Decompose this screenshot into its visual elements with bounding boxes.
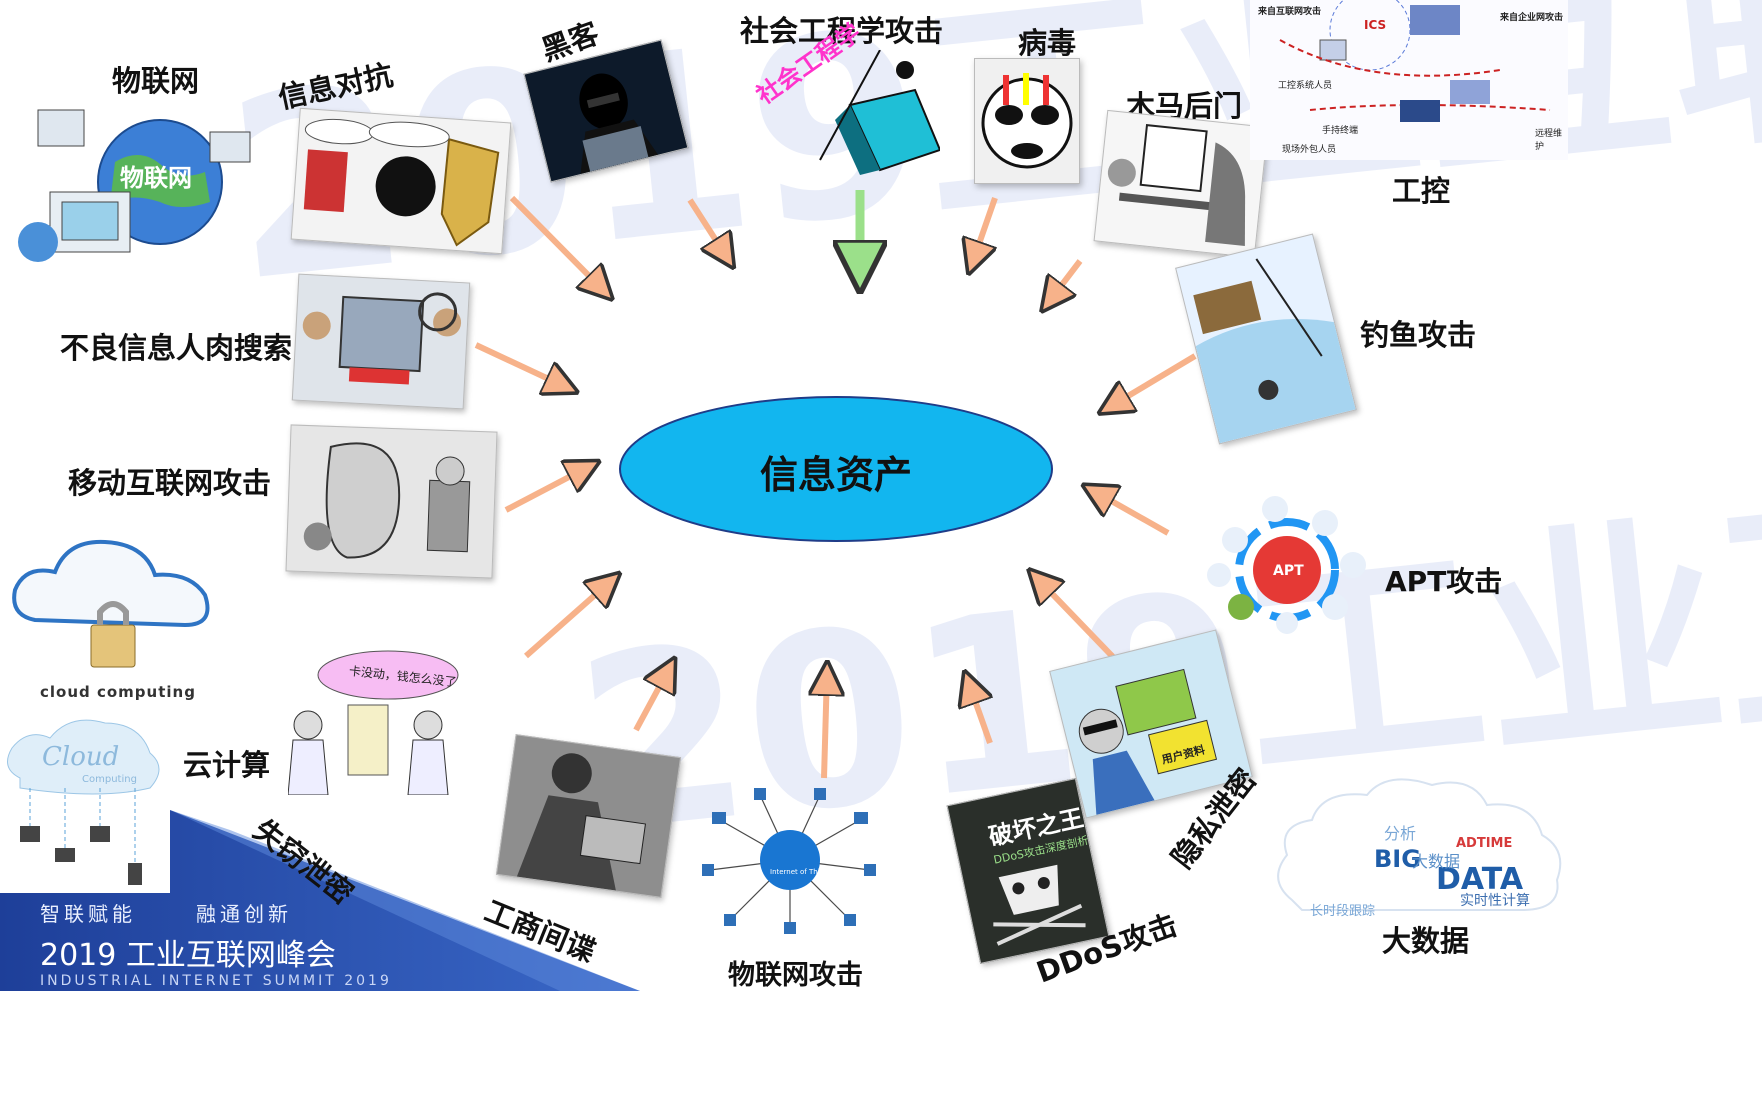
cloud-script-subtext: Computing	[82, 774, 137, 785]
label-phishing: 钓鱼攻击	[1360, 318, 1477, 352]
label-virus: 病毒	[1018, 26, 1077, 60]
ics-label-handheld: 手持终端	[1322, 126, 1359, 136]
label-social-eng: 社会工程学攻击	[740, 14, 944, 48]
arrow-theft	[524, 580, 612, 659]
arrow-mobile	[504, 466, 590, 513]
arrow-iot-attack	[824, 672, 827, 779]
ics-diagram	[1250, 0, 1568, 160]
arrow-espionage	[633, 667, 670, 732]
theft-image	[287, 645, 463, 796]
banner-slogan-left: 智联赋能	[40, 902, 136, 926]
label-ics: 工控	[1392, 174, 1451, 208]
label-human-flesh: 不良信息人肉搜索	[60, 331, 293, 365]
arrows-layer	[474, 190, 1197, 779]
mobile-image	[285, 424, 498, 579]
iot-globe-label: 物联网	[120, 164, 192, 192]
cloud-computing-caption: cloud computing	[40, 683, 196, 701]
ddos-book-image	[946, 778, 1110, 964]
ics-label-remote: 远程维护	[1535, 129, 1563, 152]
phishing-image	[1175, 233, 1357, 445]
banner-slogan-right: 融通创新	[196, 902, 292, 926]
bigdata-word-realtime: 实时性计算	[1460, 893, 1530, 909]
arrow-human-flesh	[474, 342, 568, 388]
bigdata-word-data: DATA	[1436, 862, 1524, 897]
info-confront-image	[290, 107, 512, 255]
ics-label-ics: ICS	[1364, 18, 1387, 32]
iot-attack-diagram	[700, 780, 880, 940]
ics-label-staff: 工控系统人员	[1278, 81, 1333, 91]
banner-event-title: 2019 工业互联网峰会	[40, 938, 336, 973]
cloud-lock-image	[5, 530, 220, 680]
bigdata-word-big: BIG	[1374, 845, 1421, 873]
center-ellipse	[619, 396, 1053, 542]
label-iot-attack: 物联网攻击	[728, 960, 863, 991]
ics-label-outsourced: 现场外包人员	[1282, 145, 1337, 155]
cloud-network-image	[0, 708, 170, 893]
espionage-image	[495, 734, 682, 898]
apt-core-label: APT	[1273, 563, 1304, 579]
arrow-phishing	[1108, 353, 1197, 408]
arrow-hacker	[687, 198, 728, 259]
arrow-trojan	[1048, 259, 1083, 303]
bigdata-word-cn: 大数据	[1412, 852, 1461, 871]
bigdata-word-analysis: 分析	[1384, 824, 1417, 843]
apt-diagram	[1205, 495, 1375, 635]
iot-attack-center-label: Internet of Things	[770, 868, 833, 876]
arrow-info-confront	[509, 195, 605, 292]
center-label: 信息资产	[760, 453, 913, 497]
ics-label-internet: 来自互联网攻击	[1258, 7, 1322, 17]
virus-image	[974, 58, 1080, 184]
arrow-virus	[972, 197, 998, 264]
arrow-ddos	[968, 681, 990, 745]
bigdata-word-adtime: ADTIME	[1456, 836, 1513, 851]
iot-illustration	[10, 92, 260, 282]
human-flesh-image	[291, 273, 471, 410]
privacy-image	[1049, 629, 1253, 819]
banner-event-english: INDUSTRIAL INTERNET SUMMIT 2019	[40, 973, 392, 989]
label-iot: 物联网	[112, 64, 200, 98]
bigdata-word-tracking: 长时段跟踪	[1310, 904, 1376, 919]
label-cloud: 云计算	[183, 748, 271, 782]
cloud-script-text: Cloud	[42, 742, 120, 772]
arrow-privacy	[1036, 577, 1117, 661]
arrow-apt	[1092, 490, 1170, 536]
bigdata-wordcloud	[1272, 770, 1568, 920]
label-bigdata: 大数据	[1382, 924, 1470, 958]
ics-label-enterprise: 来自企业网攻击	[1500, 13, 1564, 23]
hacker-image	[523, 39, 689, 183]
label-mobile: 移动互联网攻击	[68, 466, 272, 500]
trojan-image	[1093, 109, 1269, 259]
label-apt: APT攻击	[1385, 565, 1503, 598]
